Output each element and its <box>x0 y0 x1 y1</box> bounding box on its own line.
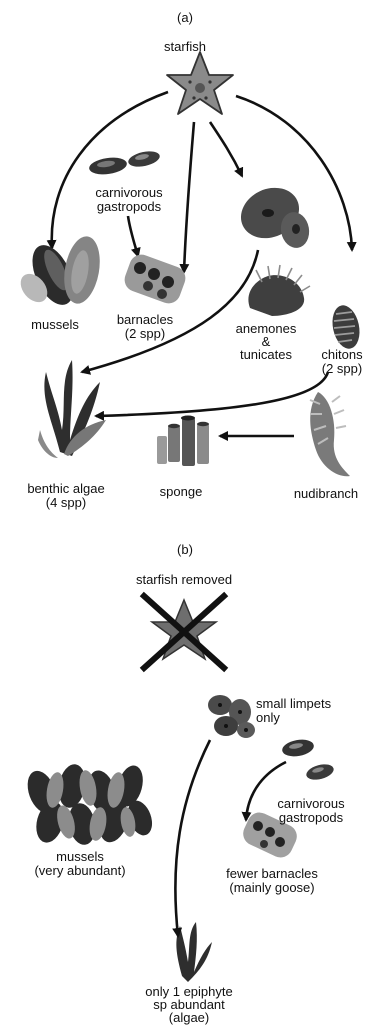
nudibranch-icon <box>310 392 350 476</box>
arrow-chitons-to-algae <box>96 372 328 416</box>
small-limpets-icon <box>208 695 255 738</box>
chitons-label: chitons (2 spp) <box>314 348 368 376</box>
arrow-limpets-to-epiphyte <box>175 740 210 936</box>
benthic-algae-label: benthic algae (4 spp) <box>14 482 118 510</box>
chitons-icon <box>329 303 364 351</box>
panel-b-label: (b) <box>174 543 196 557</box>
sponge-icon <box>157 416 209 467</box>
carnivorous-gastropods-label: carnivorous gastropods <box>84 186 174 214</box>
panel-a-label: (a) <box>174 11 196 25</box>
mussels-abundant-icon <box>22 762 156 847</box>
gastropods-b-icon <box>281 737 335 782</box>
epiphyte-algae-icon <box>176 922 212 982</box>
mussels-abundant-label: mussels (very abundant) <box>20 850 140 878</box>
mussels-label: mussels <box>22 318 88 332</box>
gastropods-icon <box>88 149 161 177</box>
anemones-icon <box>248 265 310 316</box>
arrow-starfish-to-limpet <box>210 122 242 176</box>
mussels-icon <box>15 234 104 312</box>
anemones-tunicates-label: anemones & tunicates <box>226 322 306 361</box>
small-limpets-label: small limpets only <box>256 697 352 725</box>
nudibranch-label: nudibranch <box>285 487 367 501</box>
starfish-removed-label: starfish removed <box>120 573 248 587</box>
barnacles-icon <box>121 251 188 307</box>
starfish-label: starfish <box>150 40 220 54</box>
sponge-label: sponge <box>150 485 212 499</box>
limpet-icon <box>233 179 312 251</box>
fewer-barnacles-label: fewer barnacles (mainly goose) <box>212 867 332 895</box>
benthic-algae-icon <box>38 360 106 458</box>
arrow-starfish-to-barnacles <box>184 122 194 272</box>
arrow-gastropods-to-barnacles <box>128 216 138 256</box>
barnacles-label: barnacles (2 spp) <box>110 313 180 341</box>
starfish-icon <box>167 52 233 114</box>
epiphyte-label: only 1 epiphyte sp abundant (algae) <box>134 985 244 1024</box>
carnivorous-gastropods-b-label: carnivorous gastropods <box>266 797 356 825</box>
